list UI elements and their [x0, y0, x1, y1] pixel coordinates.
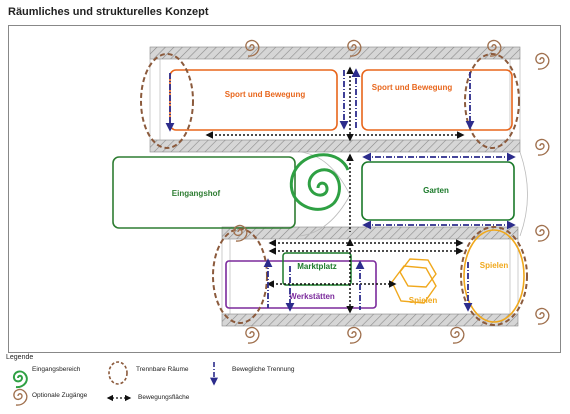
page-title: Räumliches und strukturelles Konzept: [8, 6, 209, 18]
legend-title: Legende: [6, 354, 34, 361]
structural-walls: [149, 46, 528, 327]
dashed-oval-icon: [108, 361, 128, 385]
movable-partitions: [165, 68, 516, 312]
green-spiral-icon: [12, 370, 28, 389]
optional-access-spirals: [233, 39, 550, 344]
legend-label-optional-access: Optionale Zugänge: [32, 392, 88, 399]
legend-label-entry: Eingangsbereich: [32, 366, 81, 373]
movement-arrows: [205, 66, 465, 314]
legend-label-movement-area: Bewegungsfläche: [138, 394, 190, 401]
zone-werkstaetten-label: Werkstätten: [289, 292, 335, 301]
zone-sport-left: [169, 69, 338, 131]
zone-eingangshof: [112, 156, 296, 229]
zone-eingangshof-label: Eingangshof: [172, 189, 221, 198]
legend-graphics: [12, 361, 218, 406]
zone-spielen-hex: [391, 258, 437, 304]
legend-label-separable-rooms: Trennbare Räume: [136, 366, 189, 373]
zone-spielen-oval: [463, 229, 525, 323]
zone-sport-right-label: Sport und Bewegung: [372, 83, 453, 92]
zone-garten: [361, 161, 515, 221]
zone-spielen-hex-label: Spielen: [409, 296, 438, 305]
plan-frame: [8, 25, 561, 353]
zone-garten-label: Garten: [423, 186, 449, 195]
entry-spiral-icon: [289, 153, 350, 211]
zone-sport-right: [361, 69, 513, 131]
zone-sport-left-label: Sport und Bewegung: [225, 90, 306, 99]
zone-marktplatz-label: Marktplatz: [297, 262, 337, 271]
zone-spielen-oval-label: Spielen: [480, 261, 509, 270]
legend-label-movable-partition: Bewegliche Trennung: [232, 366, 295, 373]
brown-spiral-icon: [13, 388, 28, 406]
